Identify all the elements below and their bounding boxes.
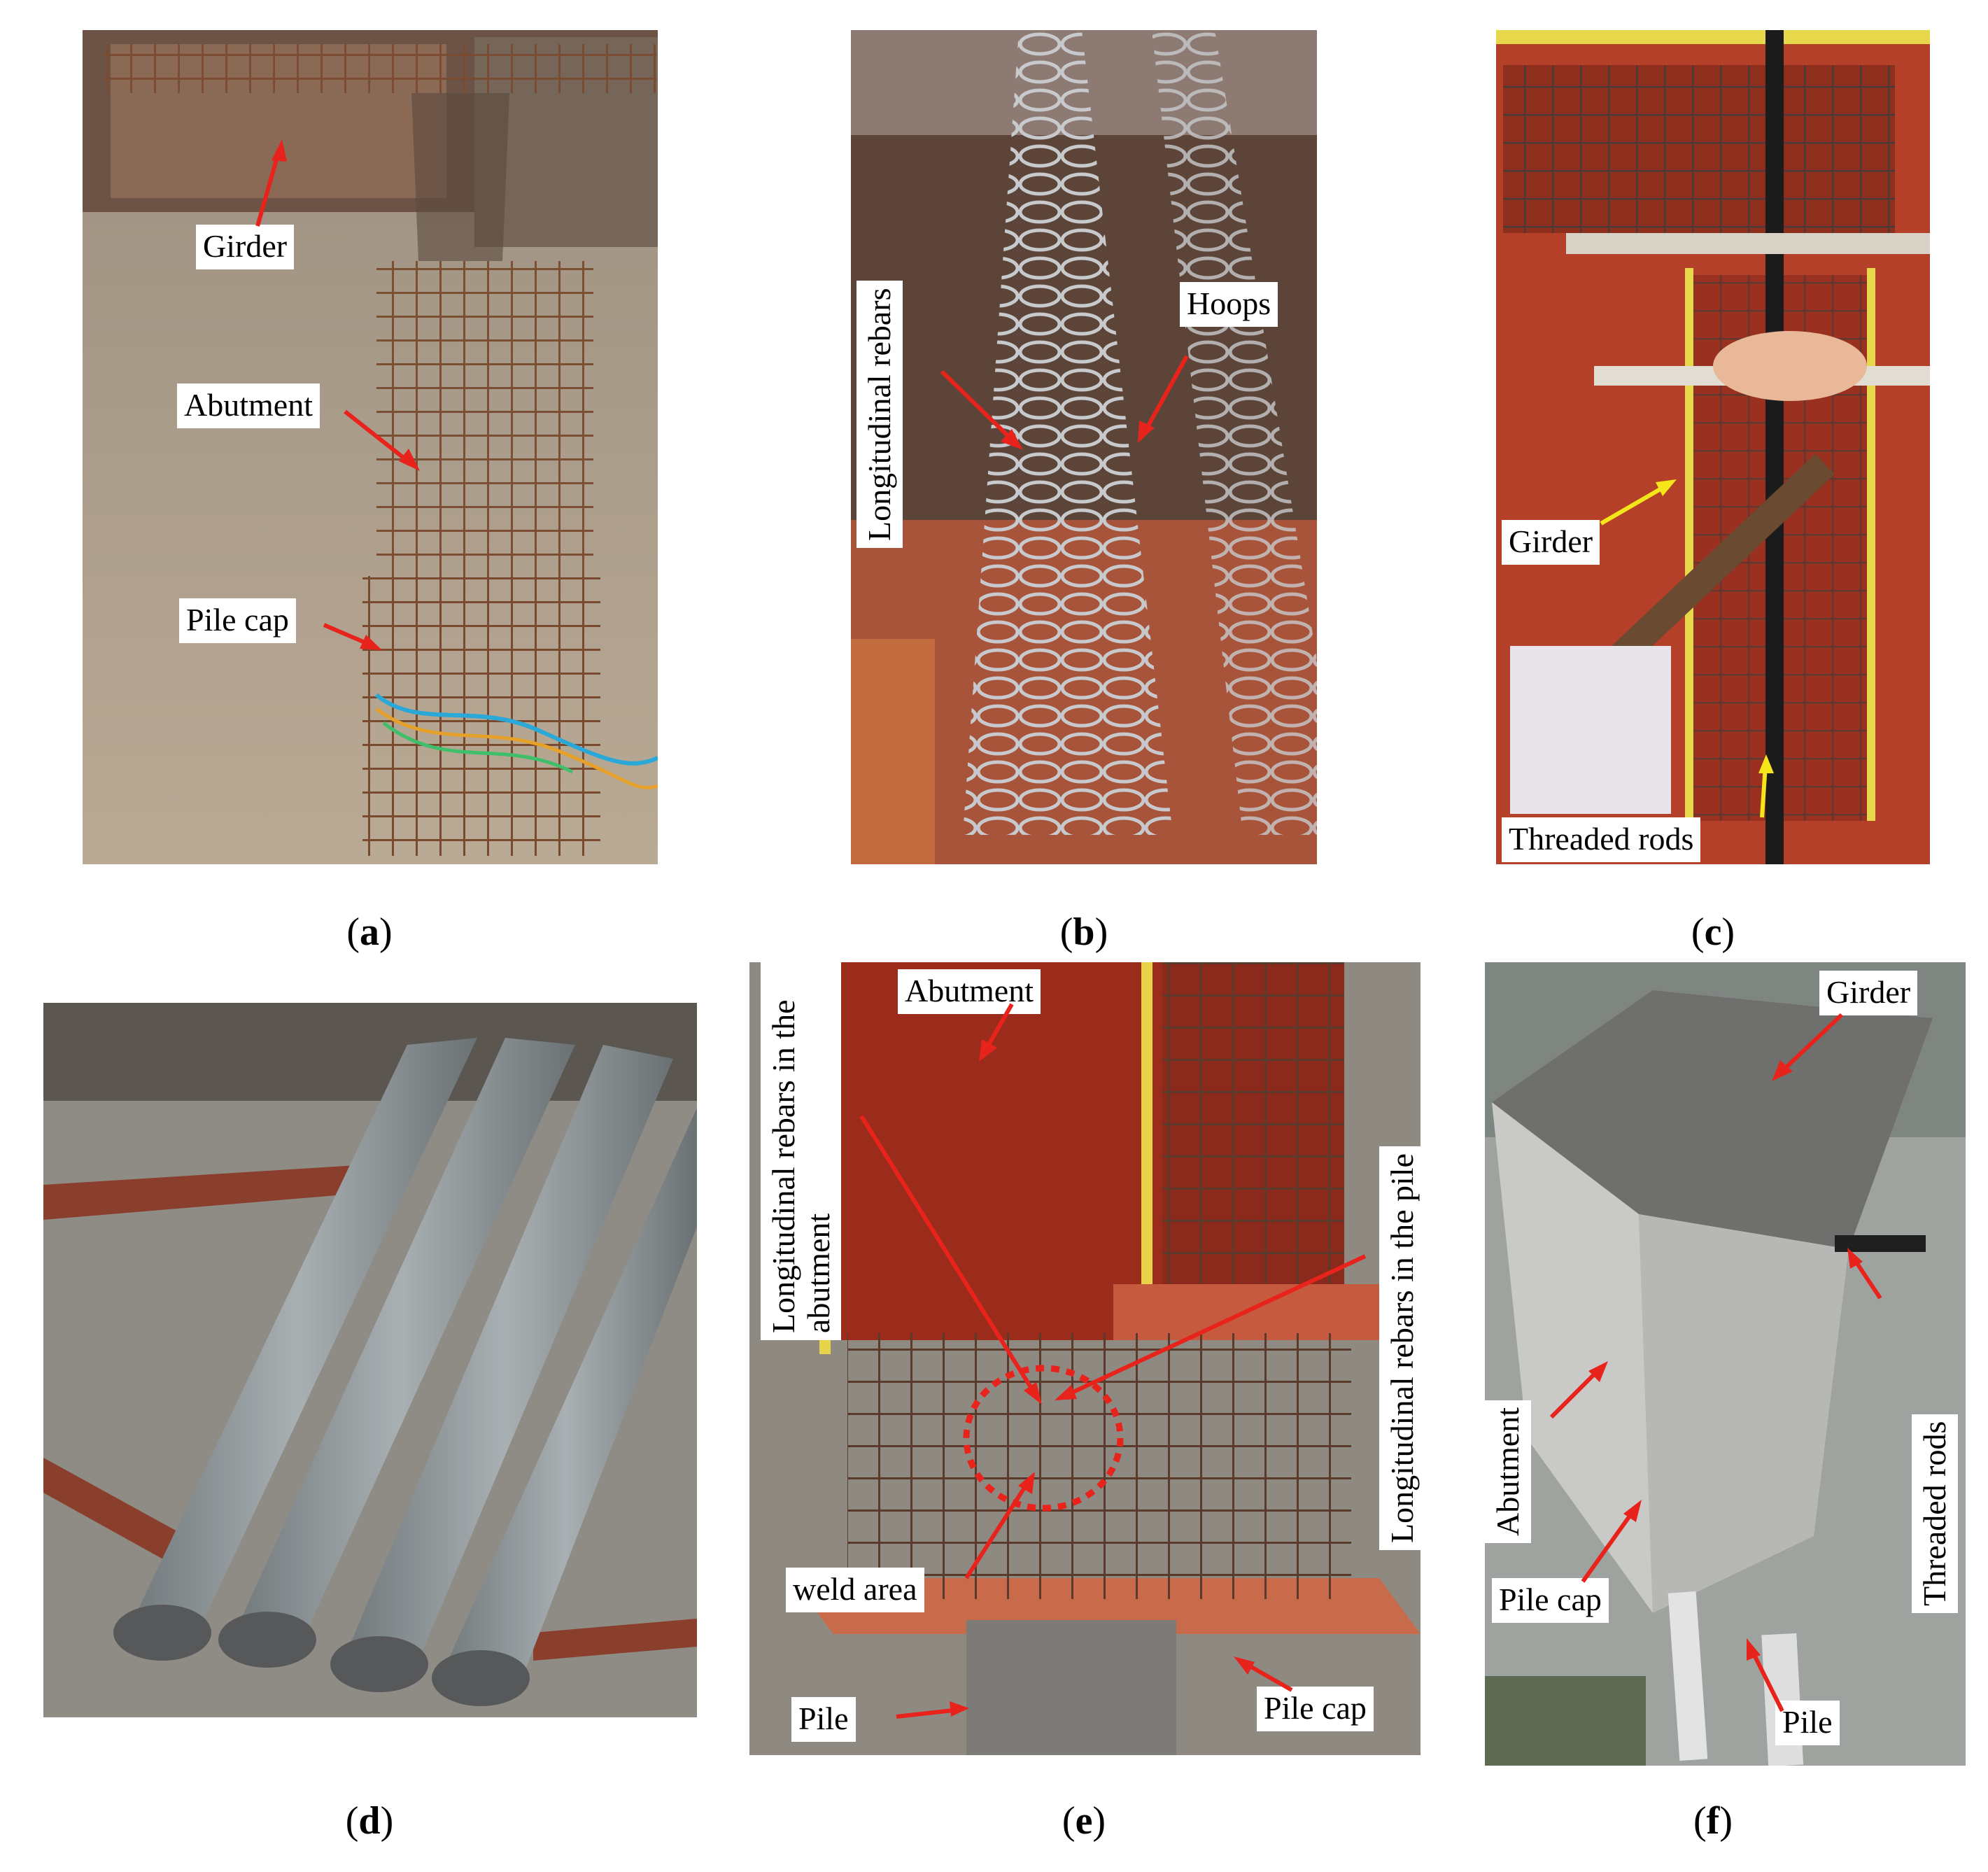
caption-b: (b) [1059,910,1108,954]
label-longitudinal-rebars-abutment-text: Longitudinal rebars in the abutment [766,999,836,1334]
label-threaded-rods-f: Threaded rods [1912,1414,1958,1613]
label-abutment-f: Abutment [1485,1400,1531,1543]
label-girder-c: Girder [1502,520,1600,565]
caption-f-letter: f [1706,1799,1720,1843]
photo-d [43,1003,697,1717]
caption-d-letter: d [358,1799,381,1843]
photo-c: Girder Threaded rods [1496,30,1930,864]
photo-c-scene [1496,30,1930,864]
label-girder-f: Girder [1819,971,1918,1015]
label-longitudinal-rebars-pile-e: Longitudinal rebars in the pile [1379,1146,1420,1550]
label-pile-cap-e: Pile cap [1257,1687,1374,1731]
photo-a: Girder Abutment Pile cap [83,30,658,864]
label-hoops-b: Hoops [1180,282,1278,327]
label-pile-f: Pile [1775,1701,1840,1745]
label-threaded-rods-c: Threaded rods [1502,817,1701,862]
photo-a-scene [83,30,658,864]
label-weld-area-e: weld area [786,1568,924,1612]
photo-e-scene [749,962,1420,1755]
label-longitudinal-rebars-abutment-e: Longitudinal rebars in the abutment [761,962,842,1340]
caption-d: (d) [345,1799,394,1843]
label-girder-a: Girder [196,225,295,269]
label-abutment-e: Abutment [898,969,1041,1014]
photo-d-scene [43,1003,697,1717]
photo-f-scene [1485,962,1966,1766]
caption-a: (a) [346,910,393,954]
caption-c: (c) [1691,910,1735,954]
pile-group [113,1038,697,1706]
caption-a-letter: a [360,910,379,954]
photo-b-scene [851,30,1317,864]
label-pile-cap-f: Pile cap [1492,1578,1609,1623]
caption-c-letter: c [1704,910,1722,954]
photo-e: Abutment Longitudinal rebars in the abut… [749,962,1420,1755]
caption-e: (e) [1062,1799,1106,1843]
photo-b: Longitudinal rebars Hoops [851,30,1317,864]
label-pile-e: Pile [791,1697,856,1742]
photo-f: Girder Threaded rods Abutment Pile cap P… [1485,962,1966,1766]
label-longitudinal-rebars-b: Longitudinal rebars [856,281,903,548]
caption-b-letter: b [1073,910,1095,954]
caption-f: (f) [1693,1799,1733,1843]
caption-e-letter: e [1075,1799,1093,1843]
label-pile-cap-a: Pile cap [179,598,296,643]
label-abutment-a: Abutment [177,383,320,428]
